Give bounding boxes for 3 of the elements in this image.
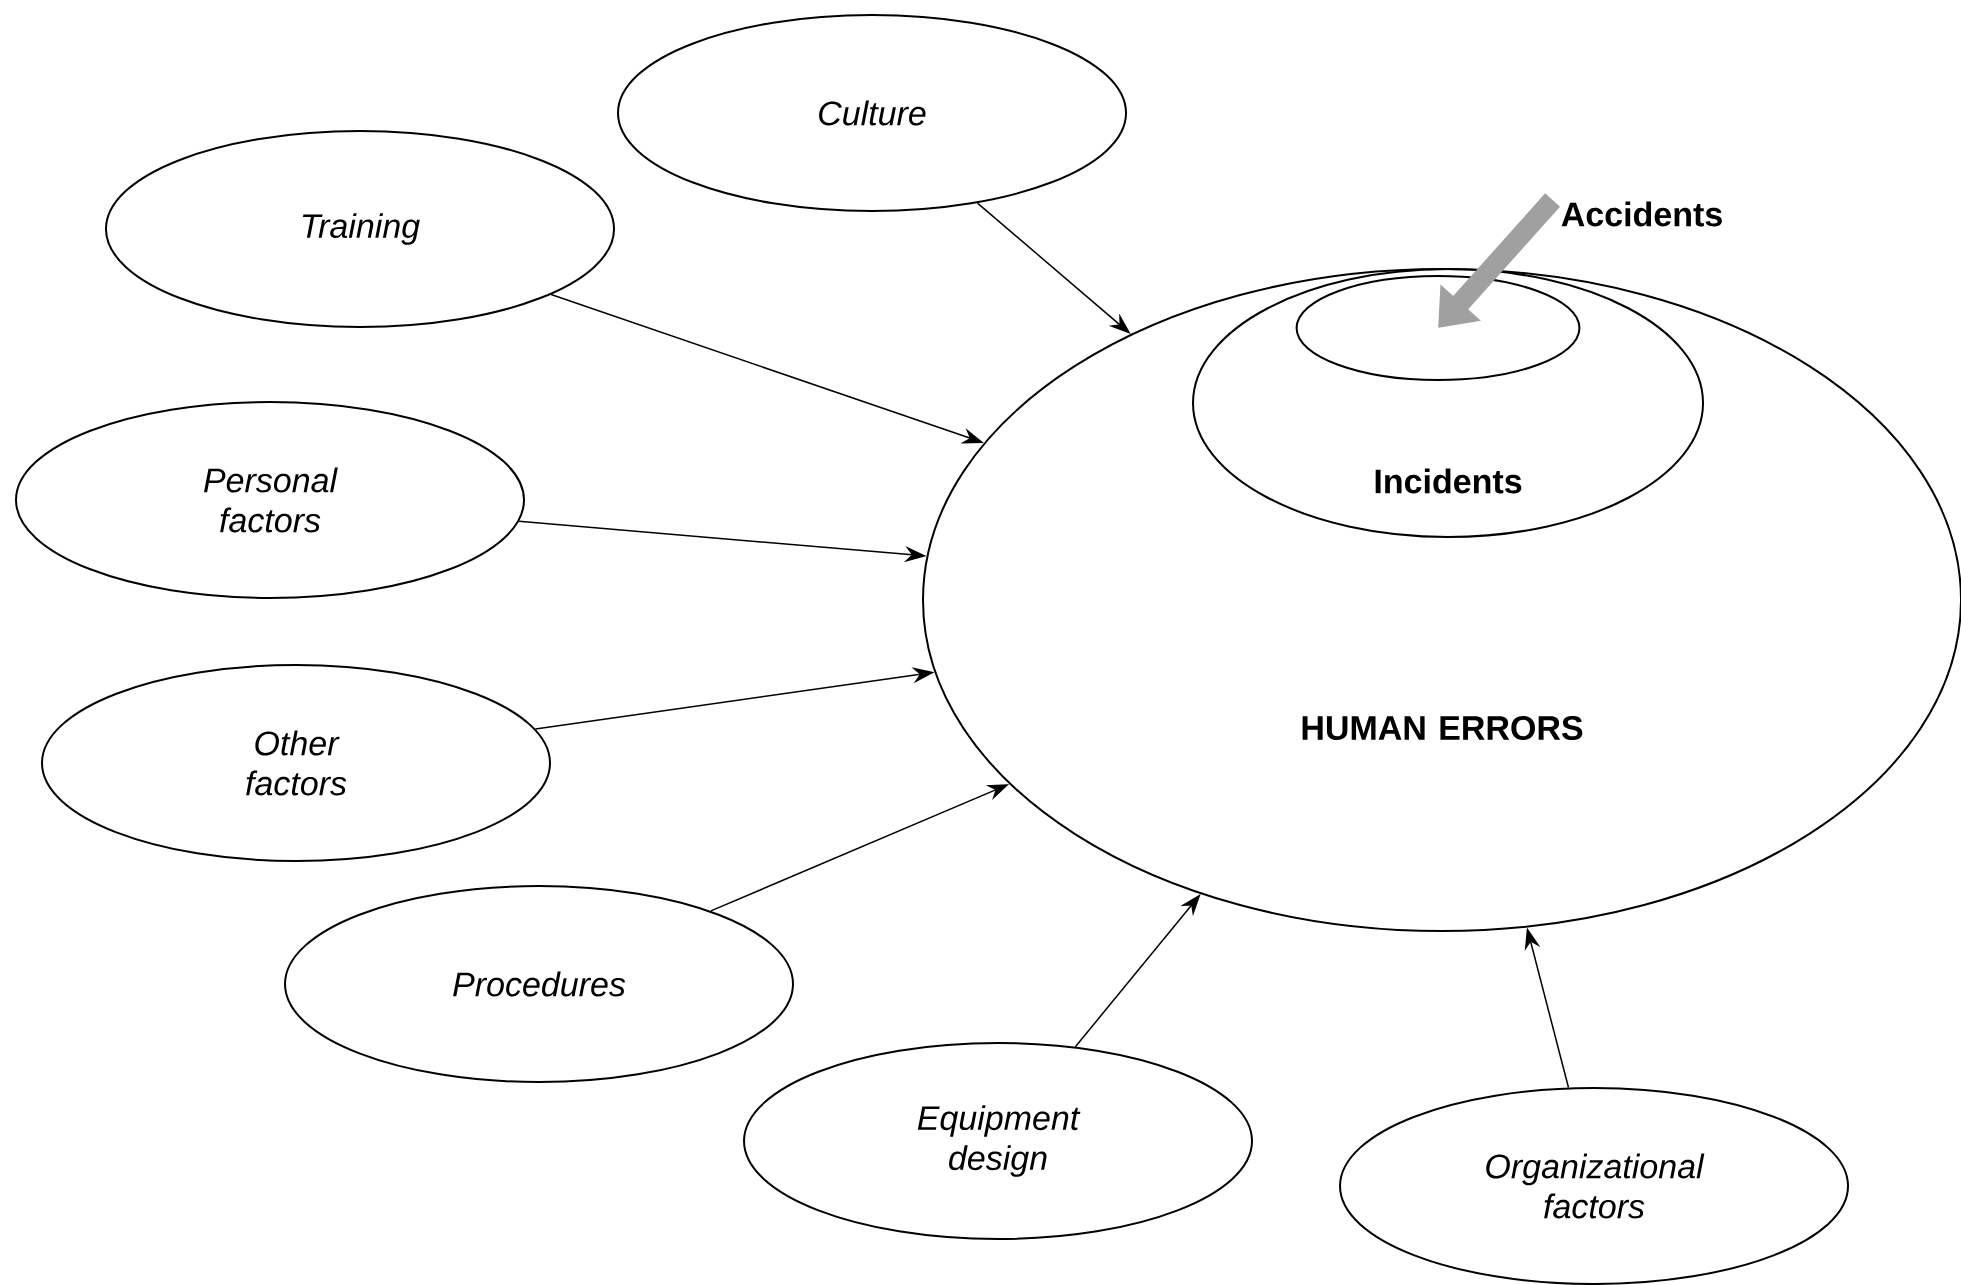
label-text: Accidents — [1561, 201, 1722, 227]
ellipse — [1295, 275, 1581, 381]
arrow — [1438, 193, 1561, 328]
